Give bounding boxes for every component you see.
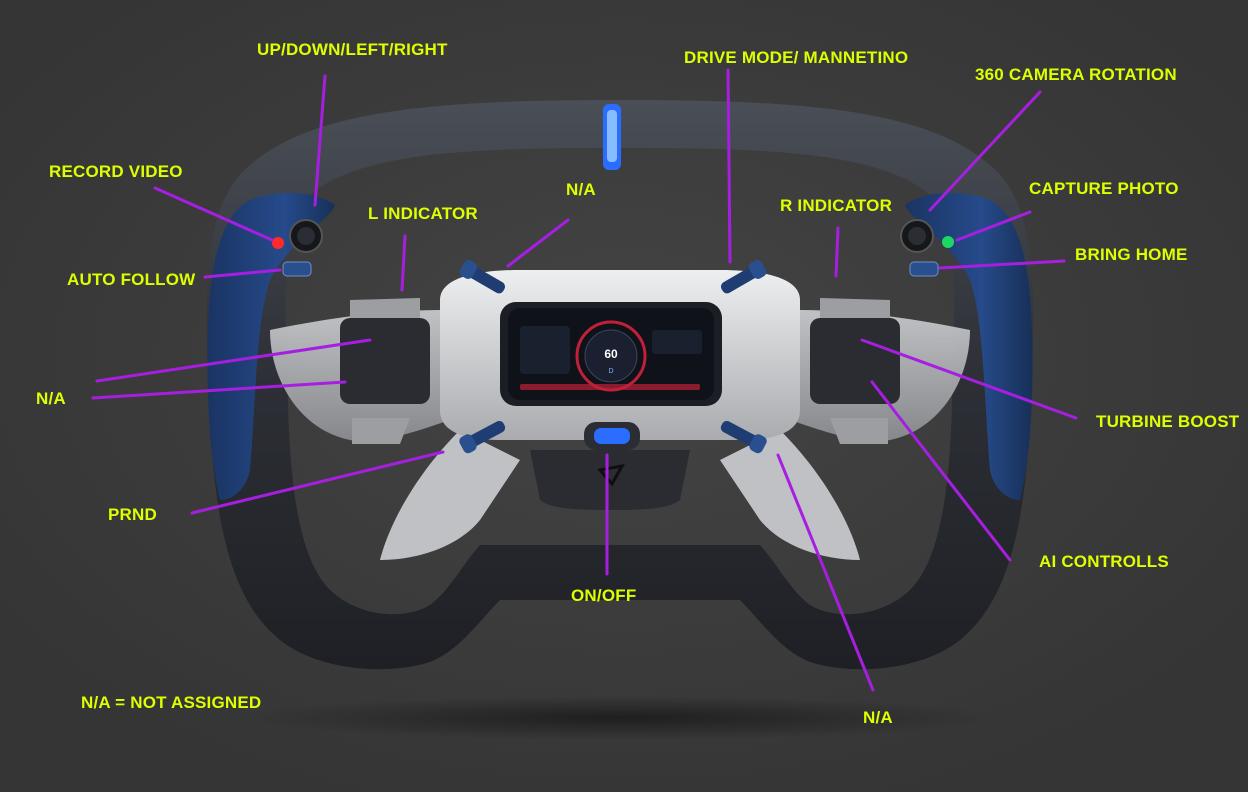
right-joystick-cap bbox=[908, 227, 926, 245]
left-grip bbox=[207, 193, 335, 500]
toggle-top-right bbox=[720, 260, 767, 294]
capture-photo-button bbox=[942, 236, 954, 248]
leader-r-indicator bbox=[834, 226, 840, 278]
leader-turbine bbox=[860, 338, 1078, 420]
label-capture-photo: CAPTURE PHOTO bbox=[1029, 179, 1179, 198]
label-record-video: RECORD VIDEO bbox=[49, 162, 183, 181]
label-na-left: N/A bbox=[36, 389, 66, 408]
toggle-bottom-right bbox=[720, 420, 767, 454]
label-legend: N/A = NOT ASSIGNED bbox=[81, 693, 262, 712]
left-lower-paddle bbox=[352, 418, 410, 444]
toggle-bottom-left bbox=[459, 420, 506, 454]
label-up-down-left-right: UP/DOWN/LEFT/RIGHT bbox=[257, 40, 448, 59]
leader-na-left-2 bbox=[91, 380, 347, 400]
display-left-panel bbox=[520, 326, 570, 374]
leader-lines bbox=[91, 68, 1078, 692]
leader-na-top bbox=[506, 218, 570, 268]
right-side-pod bbox=[810, 318, 900, 404]
leader-na-bottom bbox=[776, 453, 875, 692]
lower-right-spoke bbox=[720, 430, 860, 560]
right-upper-paddle bbox=[820, 298, 890, 324]
label-l-indicator: L INDICATOR bbox=[368, 204, 478, 223]
leader-ai bbox=[870, 380, 1012, 562]
leader-up-down bbox=[313, 74, 327, 207]
toggle-top-left bbox=[459, 260, 506, 294]
left-upper-paddle bbox=[350, 298, 420, 324]
display-right-panel bbox=[652, 330, 702, 354]
leader-record bbox=[153, 186, 274, 242]
label-na-bottom: N/A bbox=[863, 708, 893, 727]
right-grip bbox=[905, 193, 1033, 500]
label-drive-mode: DRIVE MODE/ MANNETINO bbox=[684, 48, 909, 67]
label-prnd: PRND bbox=[108, 505, 157, 524]
label-bring-home: BRING HOME bbox=[1075, 245, 1188, 264]
label-camera-rotation: 360 CAMERA ROTATION bbox=[975, 65, 1177, 84]
record-video-button bbox=[272, 237, 284, 249]
wheel-rim bbox=[206, 100, 1034, 670]
leader-l-indicator bbox=[400, 234, 407, 292]
leader-capture-photo bbox=[955, 210, 1032, 242]
label-auto-follow: AUTO FOLLOW bbox=[67, 270, 196, 289]
lower-left-spoke bbox=[380, 430, 520, 560]
speed-readout: 60 bbox=[604, 347, 618, 361]
top-center-light-glow bbox=[607, 110, 617, 162]
power-button bbox=[594, 428, 630, 444]
leader-camera-rotation bbox=[928, 90, 1042, 212]
left-side-pod bbox=[340, 318, 430, 404]
label-r-indicator: R INDICATOR bbox=[780, 196, 893, 215]
leader-drive-mode bbox=[726, 68, 732, 264]
leader-auto-follow bbox=[203, 268, 282, 279]
label-na-top: N/A bbox=[566, 180, 596, 199]
bring-home-button bbox=[909, 261, 939, 277]
right-lower-paddle bbox=[830, 418, 888, 444]
display-bottom-bar bbox=[520, 384, 700, 390]
leader-na-left-1 bbox=[95, 338, 372, 383]
auto-follow-button bbox=[282, 261, 312, 277]
label-ai-controls: AI CONTROLLS bbox=[1039, 552, 1169, 571]
leader-bring-home bbox=[938, 259, 1066, 270]
leader-prnd bbox=[190, 450, 445, 515]
left-joystick-cap bbox=[297, 227, 315, 245]
gear-readout: D bbox=[608, 368, 613, 375]
floor-shadow bbox=[240, 696, 1000, 740]
label-turbine-boost: TURBINE BOOST bbox=[1096, 412, 1240, 431]
speed-gauge-inner bbox=[584, 329, 638, 383]
label-on-off: ON/OFF bbox=[571, 586, 637, 605]
